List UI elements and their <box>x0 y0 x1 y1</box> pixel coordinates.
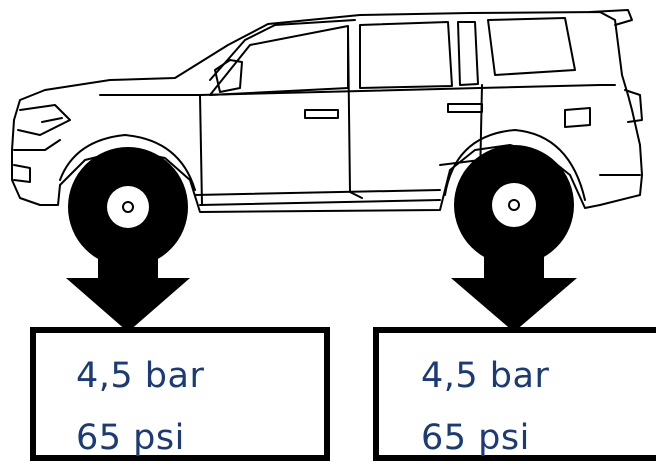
front-pressure-psi: 65 psi <box>76 418 185 458</box>
front-down-arrow-icon <box>66 230 190 332</box>
rear-pressure-bar: 4,5 bar <box>421 356 550 396</box>
rear-tire-pressure-panel: 4,5 bar 65 psi <box>373 327 656 461</box>
front-pressure-bar: 4,5 bar <box>76 356 205 396</box>
rear-down-arrow-icon <box>451 230 577 332</box>
suv-side-view-icon <box>11 9 643 213</box>
rear-pressure-psi: 65 psi <box>421 418 530 458</box>
front-tire-pressure-panel: 4,5 bar 65 psi <box>30 327 330 461</box>
